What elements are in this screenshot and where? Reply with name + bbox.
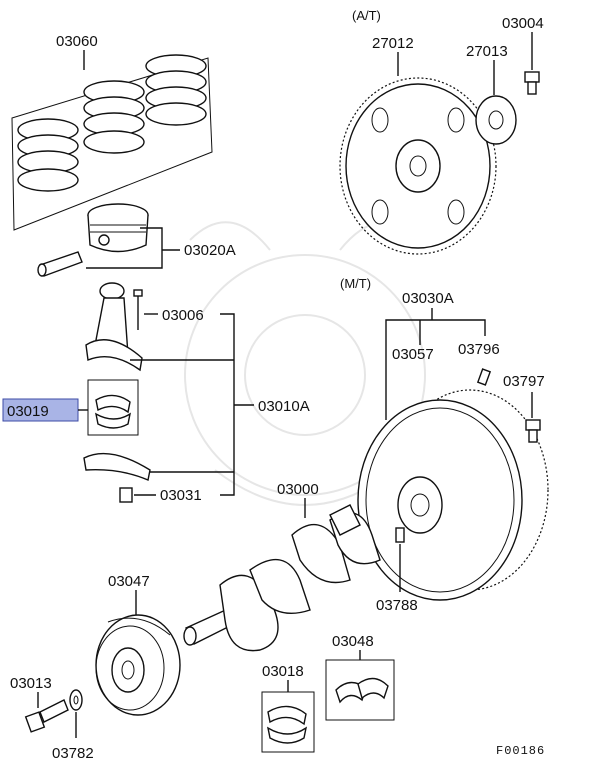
pulley-washer[interactable]	[69, 689, 83, 711]
label-03004[interactable]: 03004	[502, 15, 544, 32]
flywheel-bolt[interactable]	[525, 419, 541, 443]
label-03031[interactable]: 03031	[160, 487, 202, 504]
figure-code: F00186	[496, 744, 545, 758]
ring-stack-3	[145, 54, 207, 126]
flywheel[interactable]	[357, 389, 549, 601]
label-03788[interactable]: 03788	[376, 597, 418, 614]
flywheel-pin[interactable]	[476, 368, 492, 386]
label-03018[interactable]: 03018	[262, 663, 304, 680]
label-03006[interactable]: 03006	[162, 307, 204, 324]
crank-pulley[interactable]	[95, 614, 181, 716]
crank-pin[interactable]	[395, 527, 405, 543]
label-03000[interactable]: 03000	[277, 481, 319, 498]
label-03020a[interactable]: 03020A	[184, 242, 236, 259]
pulley-bolt[interactable]	[24, 699, 69, 733]
label-03013[interactable]: 03013	[10, 675, 52, 692]
thrust-bearing[interactable]	[335, 677, 389, 704]
label-03060[interactable]: 03060	[56, 33, 98, 50]
conrod-cap[interactable]	[83, 452, 151, 481]
connecting-rod[interactable]	[85, 282, 143, 372]
label-03797[interactable]: 03797	[503, 373, 545, 390]
conrod-bolt[interactable]	[133, 289, 143, 330]
drive-plate-bolt[interactable]	[524, 71, 540, 95]
label-03019: 03019	[7, 403, 49, 420]
drive-plate[interactable]	[339, 77, 497, 255]
ring-stack-1	[17, 118, 79, 192]
highlight-03019[interactable]: 03019	[2, 398, 79, 422]
main-bearing[interactable]	[267, 705, 308, 744]
label-03030a[interactable]: 03030A	[402, 290, 454, 307]
label-03047[interactable]: 03047	[108, 573, 150, 590]
conrod-bearing[interactable]	[95, 394, 132, 429]
label-03782[interactable]: 03782	[52, 745, 94, 762]
label-at: (A/T)	[352, 8, 381, 23]
label-03010a[interactable]: 03010A	[258, 398, 310, 415]
label-27013[interactable]: 27013	[466, 43, 508, 60]
piston-ring-set[interactable]	[11, 54, 213, 231]
label-mt: (M/T)	[340, 276, 371, 291]
ring-stack-2	[83, 80, 145, 154]
adapter-plate[interactable]	[475, 95, 517, 145]
crankshaft[interactable]	[183, 504, 381, 652]
conrod-nut[interactable]	[119, 487, 133, 503]
piston[interactable]	[37, 203, 149, 277]
label-03057[interactable]: 03057	[392, 346, 434, 363]
piston-pin	[37, 251, 83, 277]
label-03796[interactable]: 03796	[458, 341, 500, 358]
label-03048[interactable]: 03048	[332, 633, 374, 650]
conrod-bearing-box	[87, 379, 139, 436]
label-27012[interactable]: 27012	[372, 35, 414, 52]
